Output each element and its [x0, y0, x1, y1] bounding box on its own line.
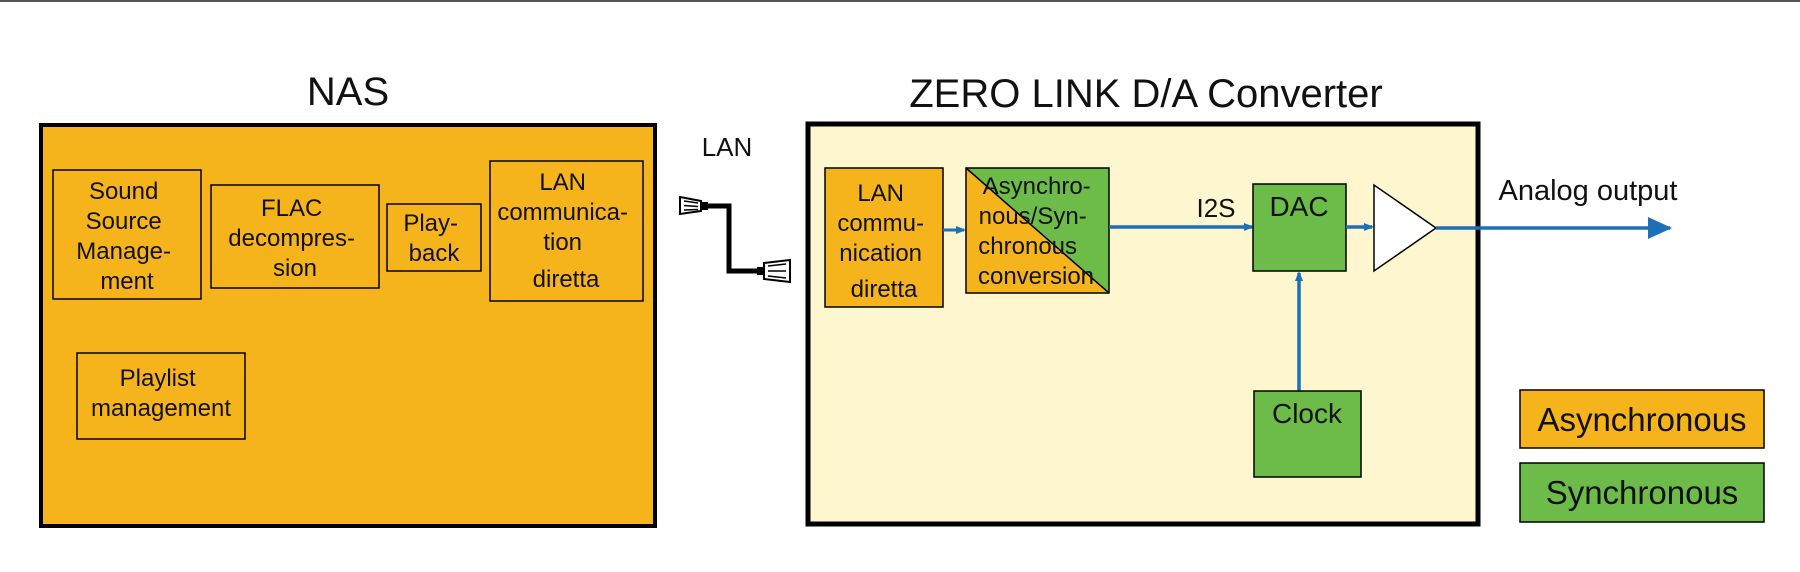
- block-label-line: Manage-: [76, 238, 171, 265]
- converter-lan-communication-block: LAN commu- nication diretta: [824, 167, 944, 308]
- block-label-line: sion: [273, 255, 317, 282]
- block-label-line: diretta: [851, 276, 918, 303]
- block-label-line: Play-: [403, 210, 458, 237]
- block-label-line: management: [91, 395, 231, 422]
- block-label-line: LAN: [857, 180, 904, 207]
- svg-text:Play- back: Play- back: [403, 210, 464, 267]
- converter-title: ZERO LINK D/A Converter: [909, 72, 1382, 116]
- legend-asynchronous-swatch: [1519, 389, 1765, 449]
- block-label-line: diretta: [533, 266, 600, 293]
- svg-text:LAN commu- nicatio: LAN commu- nication diretta: [837, 180, 930, 303]
- svg-text:LAN communica- tio: LAN communica- tion diretta: [497, 169, 634, 293]
- clock-label: Clock: [1272, 398, 1343, 429]
- legend-asynchronous: Asynchronous: [1519, 389, 1765, 449]
- block-label-line: communica-: [497, 199, 628, 226]
- legend-synchronous-label: Synchronous: [1546, 474, 1739, 511]
- block-label-line: FLAC: [261, 195, 322, 222]
- analog-output-label: Analog output: [1499, 175, 1678, 207]
- block-label-line: tion: [543, 229, 582, 256]
- nas-lan-communication-block: LAN communica- tion diretta: [489, 160, 644, 302]
- amplifier-icon: [1373, 183, 1438, 273]
- block-label-line: conversion: [978, 263, 1094, 290]
- i2s-label: I2S: [1196, 193, 1235, 223]
- lan-label: LAN: [702, 132, 753, 162]
- block-label-line: LAN: [539, 169, 586, 196]
- sound-source-management-block: Sound Source Manage- ment: [52, 169, 202, 300]
- legend-synchronous: Synchronous: [1519, 462, 1765, 523]
- block-label-line: decompres-: [228, 225, 355, 252]
- nas-title: NAS: [307, 70, 389, 114]
- svg-text:Playlist management: Playlist management: [91, 365, 231, 422]
- block-label-line: nication: [839, 240, 922, 267]
- block-label-line: nous/Syn-: [979, 203, 1087, 230]
- block-label-line: Source: [86, 208, 162, 235]
- dac-label: DAC: [1269, 191, 1328, 222]
- svg-text:Asynchro- nous/Syn-: Asynchro- nous/Syn- chronous conversion: [978, 173, 1097, 290]
- svg-text:FLAC decompres- si: FLAC decompres- sion: [228, 195, 361, 282]
- dac-block: DAC: [1252, 183, 1347, 272]
- playlist-management-block: Playlist management: [76, 352, 246, 440]
- legend-asynchronous-label: Asynchronous: [1537, 401, 1746, 438]
- async-sync-conversion-block: Asynchro- nous/Syn- chronous conversion: [965, 167, 1110, 294]
- block-label-line: chronous: [978, 233, 1077, 260]
- block-label-line: commu-: [837, 210, 924, 237]
- block-label-line: back: [409, 240, 461, 267]
- block-label-line: ment: [100, 268, 154, 295]
- lan-cable-icon: [679, 195, 791, 284]
- flac-decompression-block: FLAC decompres- sion: [210, 184, 380, 289]
- block-label-line: Sound: [89, 178, 158, 205]
- svg-text:Sound Source Manag: Sound Source Manage- ment: [76, 178, 177, 295]
- block-label-line: Asynchro-: [983, 173, 1091, 200]
- playback-block: Play- back: [386, 203, 482, 272]
- clock-block: Clock: [1253, 390, 1362, 478]
- legend-synchronous-swatch: [1519, 462, 1765, 523]
- block-label-line: Playlist: [120, 365, 196, 392]
